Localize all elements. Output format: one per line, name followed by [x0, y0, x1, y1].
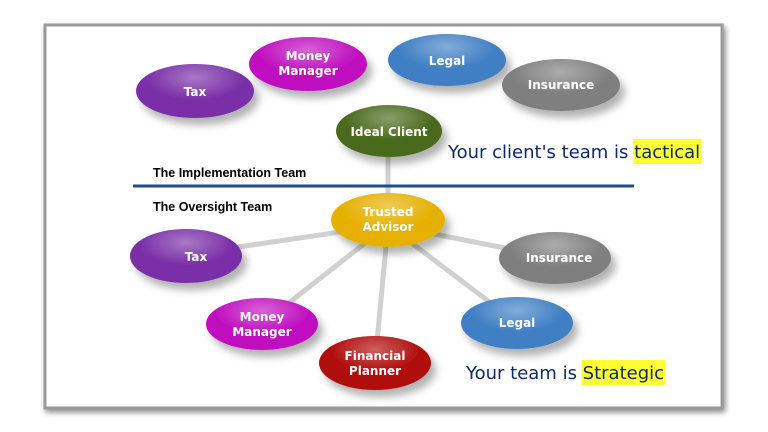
node-insurance-top: Insurance: [502, 59, 620, 111]
node-ideal-client: Ideal Client: [336, 105, 442, 157]
node-tax-top: Tax: [136, 64, 254, 118]
svg-text:Money: Money: [286, 49, 331, 63]
implementation-heading: The Implementation Team: [153, 166, 306, 180]
svg-text:Tax: Tax: [185, 250, 208, 264]
svg-text:Insurance: Insurance: [528, 78, 595, 92]
caption-tactical: Your client's team is tactical: [447, 142, 700, 163]
caption-strategic: Your team is Strategic: [465, 363, 664, 384]
svg-text:Money: Money: [240, 310, 285, 324]
svg-text:Legal: Legal: [499, 316, 536, 330]
svg-text:Trusted: Trusted: [363, 205, 414, 219]
svg-text:Manager: Manager: [232, 325, 291, 339]
highlight-strategic: [581, 360, 666, 385]
svg-text:Advisor: Advisor: [362, 220, 413, 234]
node-legal-top: Legal: [388, 34, 506, 86]
svg-text:Financial: Financial: [345, 349, 406, 363]
svg-text:Legal: Legal: [429, 54, 466, 68]
svg-text:Planner: Planner: [349, 364, 401, 378]
svg-text:Manager: Manager: [278, 64, 337, 78]
oversight-heading: The Oversight Team: [153, 200, 272, 214]
node-financial-planner: Financial Planner: [319, 336, 431, 390]
svg-text:Ideal Client: Ideal Client: [350, 125, 427, 139]
highlight-tactical: [633, 139, 702, 164]
node-legal-bottom: Legal: [461, 297, 573, 349]
svg-text:Insurance: Insurance: [526, 251, 593, 265]
node-trusted-advisor: Trusted Advisor: [331, 193, 445, 247]
svg-text:Tax: Tax: [184, 85, 207, 99]
node-money-manager-bottom: Money Manager: [206, 298, 318, 350]
node-money-manager-top: Money Manager: [249, 37, 367, 91]
node-insurance-bottom: Insurance: [499, 232, 611, 284]
node-tax-bottom: Tax: [130, 229, 242, 283]
